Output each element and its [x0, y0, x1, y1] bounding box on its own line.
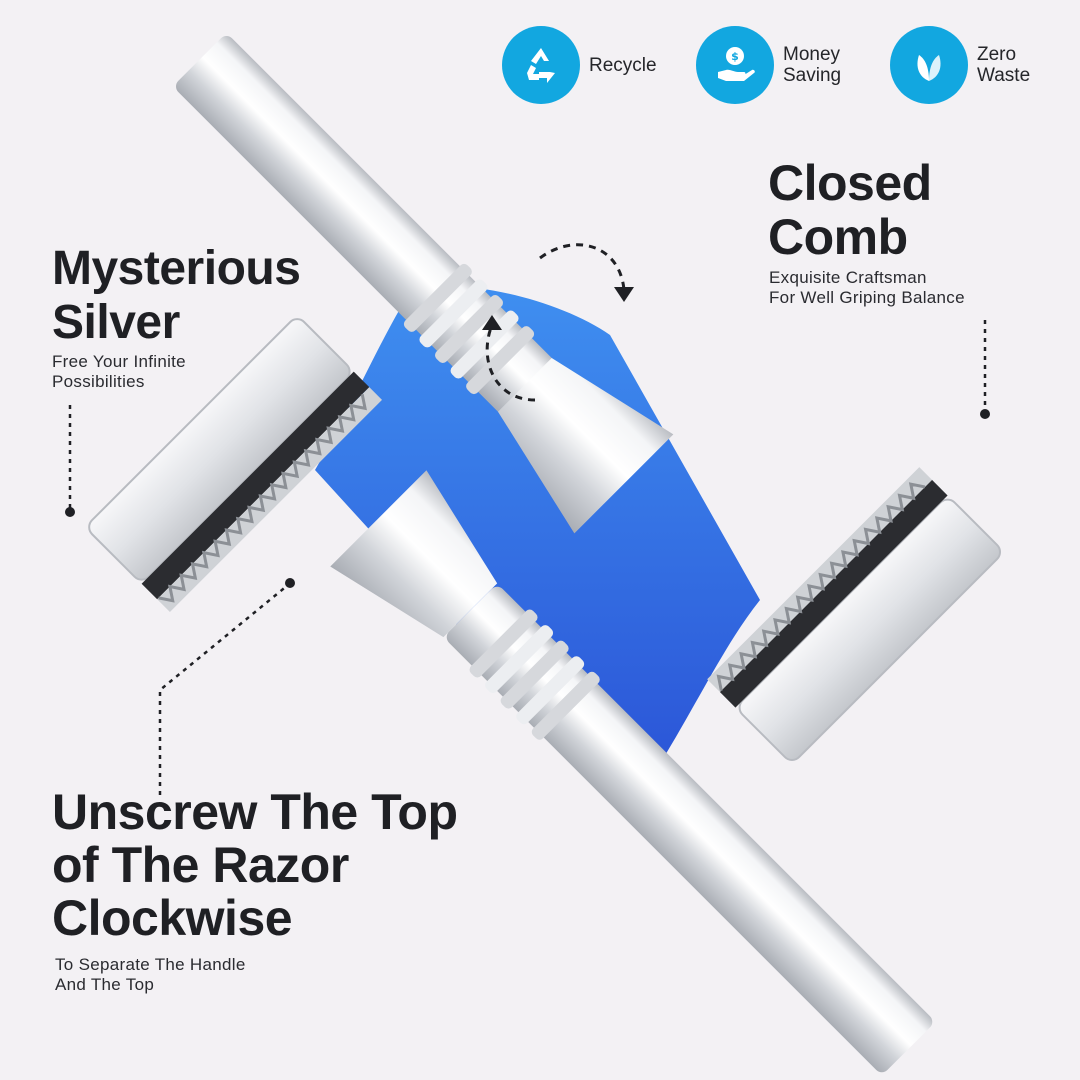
- badge-label: Zero Waste: [977, 44, 1031, 86]
- badge-money-saving: $ Money Saving: [696, 26, 841, 104]
- feature-title-mysterious-silver: Mysterious Silver: [52, 242, 301, 349]
- feature-subtitle-unscrew: To Separate The Handle And The Top: [55, 955, 246, 994]
- money-hand-icon: $: [696, 26, 774, 104]
- blue-backdrop: [315, 286, 760, 795]
- feature-title-unscrew: Unscrew The Top of The Razor Clockwise: [52, 784, 458, 946]
- feature-subtitle-closed-comb: Exquisite Craftsman For Well Griping Bal…: [769, 268, 965, 307]
- left-razor-head: [88, 318, 383, 613]
- leaf-icon: [890, 26, 968, 104]
- lower-handle: [330, 470, 933, 1073]
- badge-label: Recycle: [589, 54, 657, 76]
- leader-unscrew: [158, 584, 289, 795]
- feature-title-closed-comb: Closed Comb: [768, 155, 932, 265]
- badge-label: Money Saving: [783, 44, 842, 86]
- badge-recycle: Recycle: [502, 26, 657, 104]
- upper-handle: [176, 36, 674, 534]
- arrow-head-left: [482, 315, 502, 330]
- leader-dot-unscrew: [285, 578, 295, 588]
- arrow-head-right: [614, 287, 634, 302]
- rotate-clockwise-arrows-icon: [485, 243, 626, 402]
- badge-zero-waste: Zero Waste: [890, 26, 1030, 104]
- feature-subtitle-mysterious-silver: Free Your Infinite Possibilities: [52, 352, 186, 391]
- svg-text:$: $: [731, 50, 739, 63]
- right-razor-head: [707, 467, 1002, 762]
- leader-dot-mysterious: [65, 507, 75, 517]
- leader-dot-closed-comb: [980, 409, 990, 419]
- recycle-icon: [502, 26, 580, 104]
